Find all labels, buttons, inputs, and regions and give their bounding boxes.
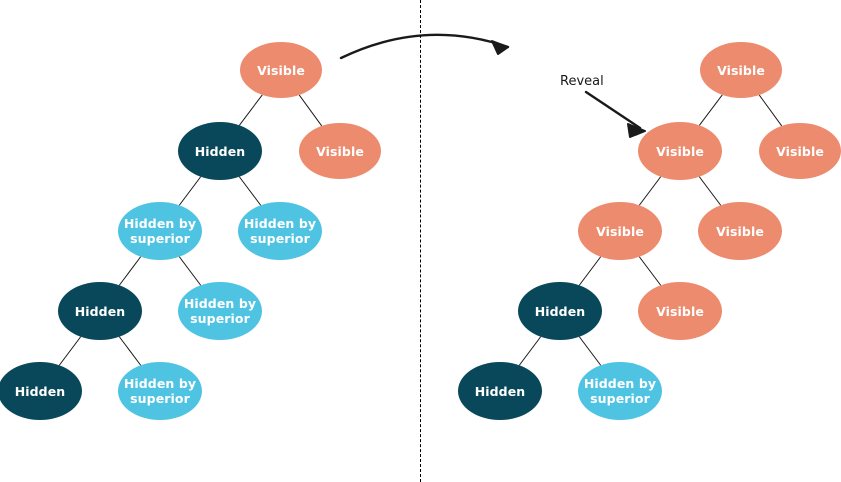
tree-node-label: Hidden	[194, 143, 246, 159]
tree-edge	[518, 336, 542, 366]
tree-node-visible[interactable]: Visible	[700, 42, 782, 98]
tree-edge	[298, 94, 323, 127]
tree-node-hidden[interactable]: Hidden	[0, 362, 82, 420]
tree-node-label: Visible	[316, 143, 364, 159]
tree-edge	[178, 256, 202, 286]
tree-edge	[58, 336, 82, 366]
tree-node-hidden-by-superior[interactable]: Hidden by superior	[118, 202, 202, 260]
tree-node-hidden[interactable]: Hidden	[58, 282, 142, 340]
tree-edge	[178, 176, 202, 206]
tree-edge	[698, 176, 722, 206]
tree-node-label: Hidden by superior	[243, 216, 317, 246]
tree-node-visible[interactable]: Visible	[299, 123, 381, 179]
tree-node-label: Visible	[257, 62, 305, 78]
tree-node-label: Hidden by superior	[583, 376, 657, 406]
tree-edge	[118, 336, 142, 366]
reveal-arrow-line	[584, 90, 642, 130]
tree-node-label: Visible	[656, 143, 704, 159]
transform-arrow-line	[339, 33, 510, 60]
tree-node-visible[interactable]: Visible	[638, 282, 722, 340]
tree-node-hidden-by-superior[interactable]: Hidden by superior	[178, 282, 262, 340]
tree-node-hidden-by-superior[interactable]: Hidden by superior	[238, 202, 322, 260]
tree-node-hidden[interactable]: Hidden	[178, 122, 262, 180]
tree-edge	[758, 94, 783, 127]
tree-node-visible[interactable]: Visible	[240, 42, 322, 98]
tree-edge	[238, 94, 263, 126]
reveal-annotation-label: Reveal	[560, 74, 604, 89]
vertical-divider	[420, 0, 421, 482]
reveal-arrow-head	[627, 123, 646, 138]
transform-arrow-head	[491, 40, 509, 55]
tree-node-label: Visible	[656, 303, 704, 319]
tree-node-visible[interactable]: Visible	[638, 122, 722, 180]
tree-node-label: Hidden by superior	[183, 296, 257, 326]
tree-edge	[638, 176, 662, 206]
tree-node-label: Hidden by superior	[123, 376, 197, 406]
tree-edge	[118, 256, 142, 286]
tree-edge	[238, 176, 262, 206]
tree-node-visible[interactable]: Visible	[578, 202, 662, 260]
tree-node-label: Hidden by superior	[123, 216, 197, 246]
tree-node-label: Hidden	[74, 303, 126, 319]
tree-node-label: Visible	[717, 62, 765, 78]
tree-edge	[578, 256, 602, 286]
tree-node-label: Visible	[596, 223, 644, 239]
tree-edge	[638, 256, 662, 286]
tree-node-label: Hidden	[14, 383, 66, 399]
tree-node-label: Hidden	[474, 383, 526, 399]
tree-node-hidden[interactable]: Hidden	[518, 282, 602, 340]
tree-node-label: Hidden	[534, 303, 586, 319]
tree-node-hidden[interactable]: Hidden	[458, 362, 542, 420]
tree-node-hidden-by-superior[interactable]: Hidden by superior	[118, 362, 202, 420]
tree-node-label: Visible	[776, 143, 824, 159]
tree-node-label: Visible	[716, 223, 764, 239]
tree-node-visible[interactable]: Visible	[698, 202, 782, 260]
tree-node-hidden-by-superior[interactable]: Hidden by superior	[578, 362, 662, 420]
tree-edge	[578, 336, 602, 366]
tree-edge	[698, 94, 723, 126]
tree-node-visible[interactable]: Visible	[759, 123, 841, 179]
